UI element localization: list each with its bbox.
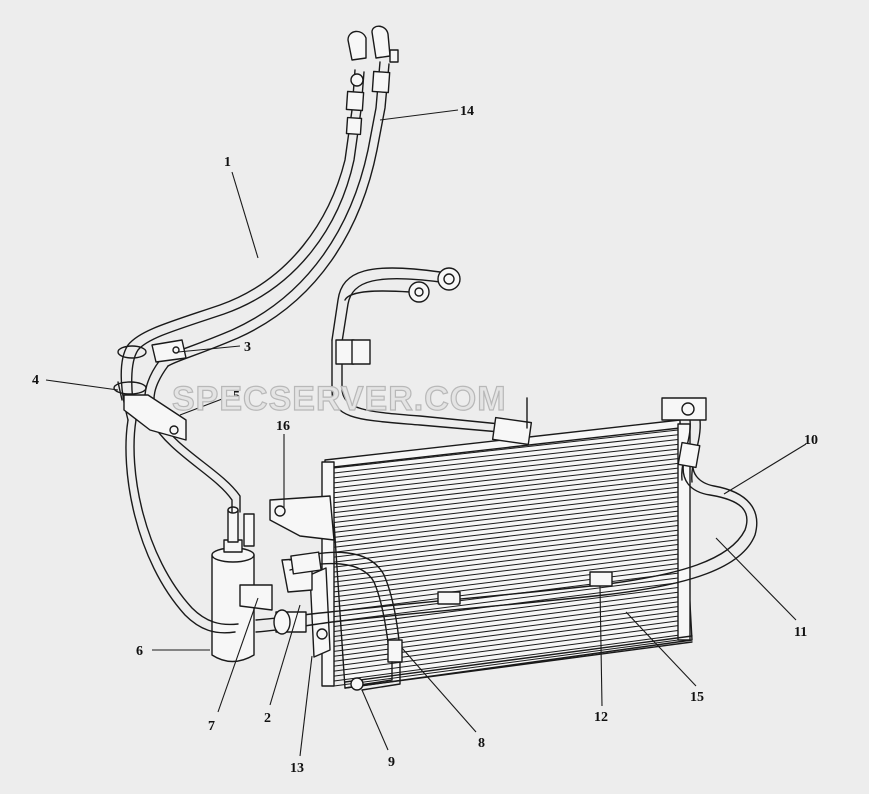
leader-8 <box>401 647 477 733</box>
condenser-fin <box>333 501 679 543</box>
condenser-fin <box>333 458 679 499</box>
receiver-drier <box>211 506 273 663</box>
callout-10: 10 <box>804 433 818 448</box>
condenser-fin <box>333 548 679 593</box>
condenser-fin <box>333 529 679 573</box>
condenser-fin <box>333 591 679 637</box>
condenser-fin <box>333 434 679 474</box>
clamp-4 <box>113 381 147 401</box>
watermark: SPECSERVER.COM <box>172 380 507 418</box>
leader-4 <box>45 379 119 391</box>
callout-9: 9 <box>388 755 395 770</box>
leader-lines <box>45 109 807 757</box>
leader-13 <box>299 655 313 757</box>
bolt-9 <box>350 677 364 691</box>
callout-5: 5 <box>233 389 240 404</box>
condenser-fin <box>333 567 679 613</box>
condenser-fin <box>333 505 679 548</box>
leader-10 <box>723 443 807 495</box>
leader-9 <box>361 689 389 751</box>
condenser-fin <box>333 520 679 563</box>
condenser-fin <box>333 472 679 514</box>
callout-labels: 1 2 3 4 5 6 7 8 9 10 11 12 13 14 15 16 <box>32 104 818 776</box>
callout-14: 14 <box>460 104 474 119</box>
condenser-fin <box>333 462 679 504</box>
condenser-fin <box>333 515 679 558</box>
leader-2 <box>269 604 301 706</box>
condenser-fin <box>333 544 679 588</box>
callout-13: 13 <box>290 761 304 776</box>
condenser-fin <box>333 486 679 528</box>
leader-14 <box>379 109 459 121</box>
callout-1: 1 <box>224 155 231 170</box>
condenser-fin <box>333 587 679 632</box>
callout-15: 15 <box>690 690 704 705</box>
leader-11 <box>715 537 797 621</box>
condenser-fin <box>333 496 679 538</box>
hose-8-11 <box>255 459 758 691</box>
bracket-16 <box>269 495 335 541</box>
callout-16: 16 <box>276 419 290 434</box>
callout-12: 12 <box>594 710 608 725</box>
leader-3 <box>177 345 241 353</box>
condenser-fin <box>333 429 679 469</box>
condenser-core <box>321 419 693 689</box>
callout-7: 7 <box>208 719 215 734</box>
drier-clamp-7 <box>239 584 273 611</box>
condenser-fin <box>333 596 679 642</box>
callout-2: 2 <box>264 711 271 726</box>
callout-11: 11 <box>794 625 807 640</box>
callout-3: 3 <box>244 340 251 355</box>
leader-12 <box>599 585 603 707</box>
condenser-fin <box>333 510 679 553</box>
bracket-5 <box>123 394 187 441</box>
hose-center-upper <box>331 267 533 446</box>
condenser-fin <box>333 491 679 533</box>
leader-5 <box>179 395 231 416</box>
condenser-fin <box>333 539 679 583</box>
callout-6: 6 <box>136 644 143 659</box>
hose-10 <box>661 397 707 483</box>
condenser-fin <box>333 563 679 608</box>
condenser-fin <box>333 448 679 489</box>
condenser-fin <box>333 534 679 578</box>
condenser-fin <box>333 443 679 484</box>
condenser-fin <box>333 467 679 509</box>
condenser-fin <box>333 477 679 519</box>
leader-1 <box>231 171 259 259</box>
callout-4: 4 <box>32 373 39 388</box>
condenser-right-tank <box>677 423 691 641</box>
condenser-fin <box>333 553 679 598</box>
condenser-fin <box>333 439 679 479</box>
bracket-3 <box>117 339 187 363</box>
condenser-fin <box>333 601 679 647</box>
condenser-fin <box>333 577 679 623</box>
condenser-fin <box>333 482 679 523</box>
condenser-fin <box>333 453 679 494</box>
condenser-fin <box>333 524 679 568</box>
leader-15 <box>625 611 697 687</box>
leader-7 <box>217 597 259 713</box>
callout-8: 8 <box>478 736 485 751</box>
